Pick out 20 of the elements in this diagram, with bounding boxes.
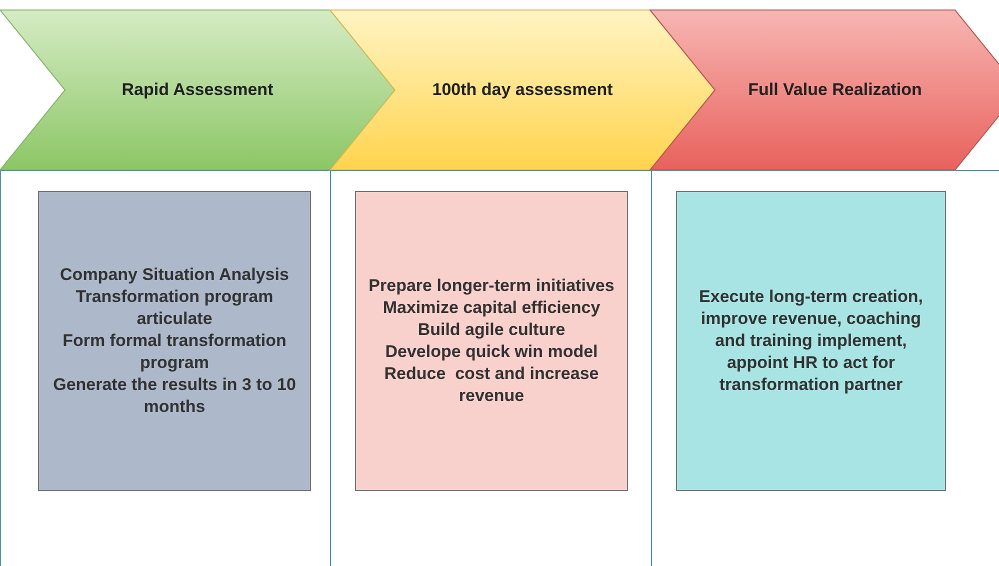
item-text: Execute long-term creation, improve revenue, coaching and training implement, appoint HR to act for transformation partner	[698, 286, 924, 396]
phase-header	[0, 10, 395, 170]
phase-column	[0, 170, 331, 566]
content-box	[676, 191, 946, 491]
item-text: Build agile culture	[418, 318, 566, 341]
content-box	[355, 191, 628, 491]
phase-header	[330, 10, 715, 170]
item-text: Transformation program articulate	[74, 286, 274, 330]
item-text: Generate the results in 3 to 10 months	[52, 374, 297, 418]
phase-title: Full Value Realization	[748, 80, 922, 100]
item-text: Prepare longer-term initiatives	[368, 274, 614, 297]
item-text: Form formal transformation program	[62, 330, 288, 374]
content-box	[38, 191, 311, 491]
phase-title: 100th day assessment	[432, 80, 613, 100]
phase-header	[650, 10, 999, 170]
item-text: Develope quick win model	[385, 341, 598, 363]
item-text: Company Situation Analysis	[60, 264, 289, 286]
phase-title: Rapid Assessment	[122, 80, 274, 100]
item-text: Maximize capital efficiency	[382, 296, 600, 319]
item-text: Reduce cost and increase revenue	[383, 363, 600, 408]
